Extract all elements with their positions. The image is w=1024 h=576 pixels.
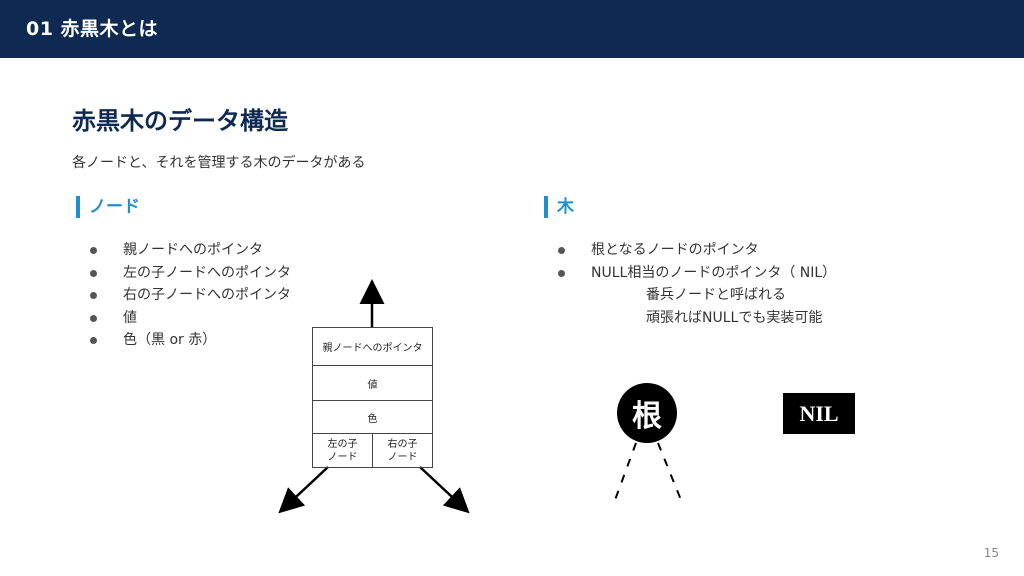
right-child-arrow <box>419 466 470 514</box>
bullet-dot-icon <box>90 314 97 322</box>
list-item: 色（黒 or 赤） <box>90 329 291 352</box>
bullet-dot-icon <box>90 269 97 277</box>
node-structure-diagram: 親ノードへのポインタ 値 色 左の子 ノード 右の子 ノード <box>312 327 433 468</box>
header-bar: 01 赤黒木とは <box>0 0 1024 58</box>
slide-title: 赤黒木のデータ構造 <box>72 107 288 135</box>
root-right-branch <box>657 442 682 501</box>
nil-node-diagram: NIL <box>783 393 855 434</box>
slide-subtitle: 各ノードと、それを管理する木のデータがある <box>72 155 366 171</box>
list-item: 親ノードへのポインタ <box>90 239 291 262</box>
list-item: 左の子ノードへのポインタ <box>90 262 291 285</box>
root-node-diagram: 根 <box>617 383 677 443</box>
node-section-heading: ノード <box>76 196 140 218</box>
bullet-dot-icon <box>90 292 97 299</box>
left-child-arrow <box>278 466 329 514</box>
color-field: 色 <box>313 401 432 434</box>
list-item: 右の子ノードへのポインタ <box>90 284 291 307</box>
tree-section-heading: 木 <box>544 196 574 218</box>
tree-bullet-list: 根となるノードのポインタ NULL相当のノードのポインタ（ NIL） 番兵ノード… <box>558 239 836 329</box>
value-field: 値 <box>313 366 432 401</box>
node-bullet-list: 親ノードへのポインタ 左の子ノードへのポインタ 右の子ノードへのポインタ 値 色… <box>90 239 291 352</box>
bullet-dot-icon <box>558 269 565 277</box>
bullet-dot-icon <box>558 247 565 254</box>
bullet-dot-icon <box>90 247 97 254</box>
left-child-field: 左の子 ノード <box>313 434 373 467</box>
list-item: 根となるノードのポインタ <box>558 239 836 262</box>
right-child-field: 右の子 ノード <box>387 438 418 463</box>
bullet-dot-icon <box>90 337 97 344</box>
page-number: 15 <box>983 546 999 560</box>
list-item: NULL相当のノードのポインタ（ NIL） <box>558 262 836 285</box>
list-subitem: 番兵ノードと呼ばれる <box>646 287 786 303</box>
list-item: 値 <box>90 307 291 330</box>
header-title: 01 赤黒木とは <box>26 18 159 40</box>
root-left-branch <box>614 442 637 501</box>
parent-pointer-field: 親ノードへのポインタ <box>313 328 432 366</box>
list-subitem: 頑張ればNULLでも実装可能 <box>646 309 823 326</box>
